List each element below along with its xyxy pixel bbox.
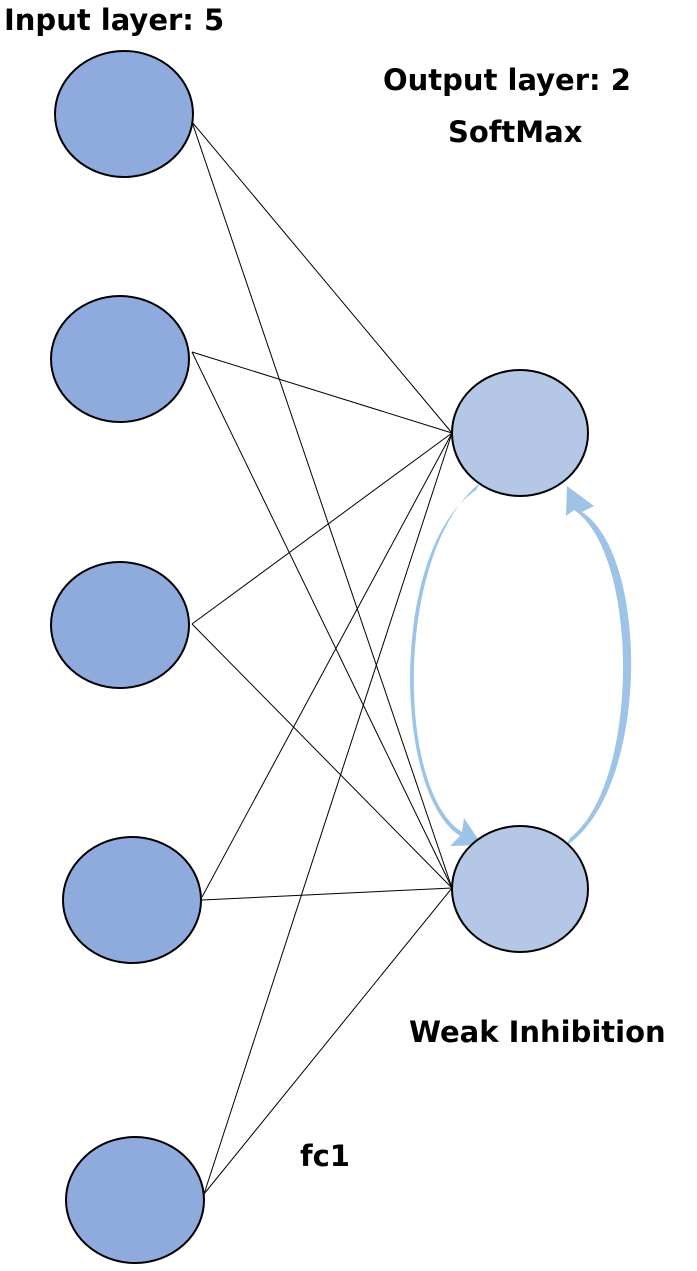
output-node <box>451 825 589 953</box>
input-node <box>50 295 190 423</box>
edge-in2-out2 <box>191 351 453 889</box>
edge-in3-out2 <box>191 623 453 889</box>
output-layer-label: Output layer: 2 <box>383 63 631 97</box>
softmax-label: SoftMax <box>448 115 583 149</box>
inhibition-arrows <box>410 483 632 846</box>
connections-fc1 <box>191 121 453 1195</box>
edge-in1-out2 <box>191 121 453 889</box>
input-node <box>62 836 202 964</box>
edge-in5-out2 <box>203 887 453 1195</box>
edge-in5-out1 <box>203 432 453 1195</box>
input-layer-label: Input layer: 5 <box>4 3 225 37</box>
edge-in2-out1 <box>191 351 453 434</box>
inhibition-arrow-right <box>566 486 632 846</box>
edge-in4-out1 <box>201 432 453 898</box>
edge-in1-out1 <box>191 121 453 434</box>
input-node <box>65 1136 205 1264</box>
weak-inhibition-label: Weak Inhibition <box>409 1015 666 1049</box>
edge-in3-out1 <box>191 432 453 625</box>
output-layer <box>451 369 589 953</box>
input-node <box>54 50 194 178</box>
fc1-label: fc1 <box>300 1139 350 1173</box>
inhibition-arrow-left <box>410 483 482 846</box>
input-node <box>50 561 190 689</box>
output-node <box>451 369 589 497</box>
input-layer <box>50 50 205 1264</box>
edge-in4-out2 <box>201 887 453 901</box>
